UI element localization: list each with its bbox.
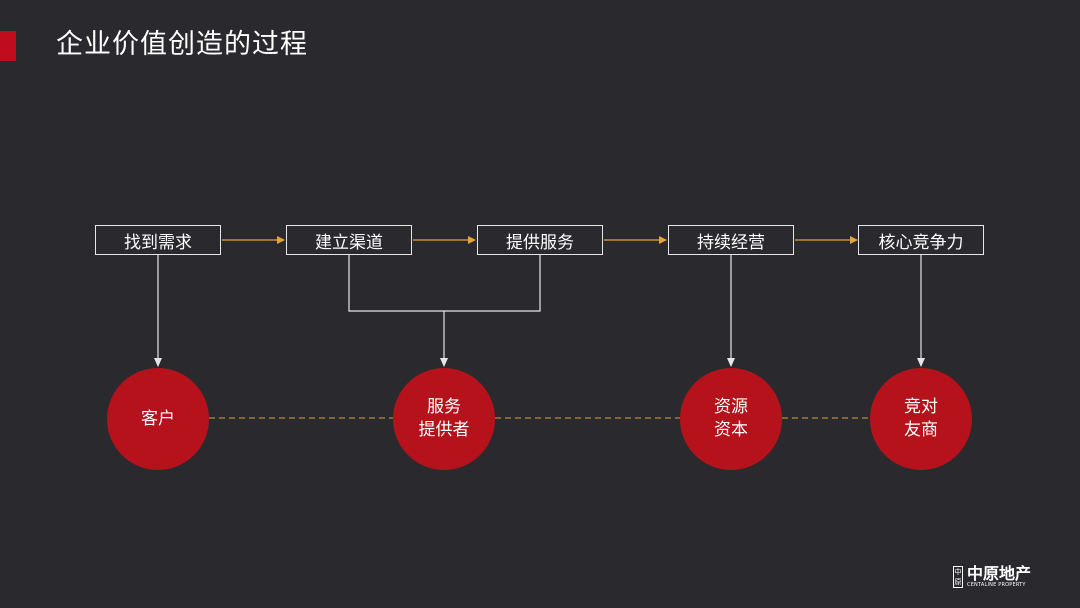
- logo-name-cn: 中原地产: [967, 564, 1032, 583]
- step-box-find-need: 找到需求: [95, 225, 221, 255]
- role-label-line2: 提供者: [418, 420, 470, 440]
- role-label-line2: 友商: [904, 420, 938, 440]
- role-circle-competitor: 竞对 友商: [870, 368, 972, 470]
- arrowhead-customer: [154, 358, 162, 367]
- role-label-line2: 资本: [714, 420, 748, 440]
- role-label-line1: 资源: [714, 397, 748, 417]
- step-box-sustain-operation: 持续经营: [668, 225, 794, 255]
- arrowhead-competitor: [917, 358, 925, 367]
- role-circle-resource-capital: 资源 资本: [680, 368, 782, 470]
- role-circle-customer: 客户: [107, 368, 209, 470]
- role-label-line1: 竞对: [904, 397, 938, 417]
- step-box-build-channel: 建立渠道: [286, 225, 412, 255]
- role-circle-service-provider: 服务 提供者: [393, 368, 495, 470]
- step-box-core-competitiveness: 核心竞争力: [858, 225, 984, 255]
- logo-name-en: CENTALINE PROPERTY: [967, 582, 1026, 588]
- logo-mark: 中原: [953, 566, 963, 588]
- company-logo: 中原 中原地产 CENTALINE PROPERTY: [953, 564, 1031, 590]
- arrowhead-provider: [440, 358, 448, 367]
- role-label-line1: 服务: [427, 397, 461, 417]
- slide-title: 企业价值创造的过程: [56, 29, 308, 60]
- title-accent-bar: [0, 31, 16, 61]
- role-label-line1: 客户: [141, 408, 175, 429]
- step-box-provide-service: 提供服务: [477, 225, 603, 255]
- connector-channel-service-bracket: [348, 255, 541, 312]
- arrowhead-capital: [727, 358, 735, 367]
